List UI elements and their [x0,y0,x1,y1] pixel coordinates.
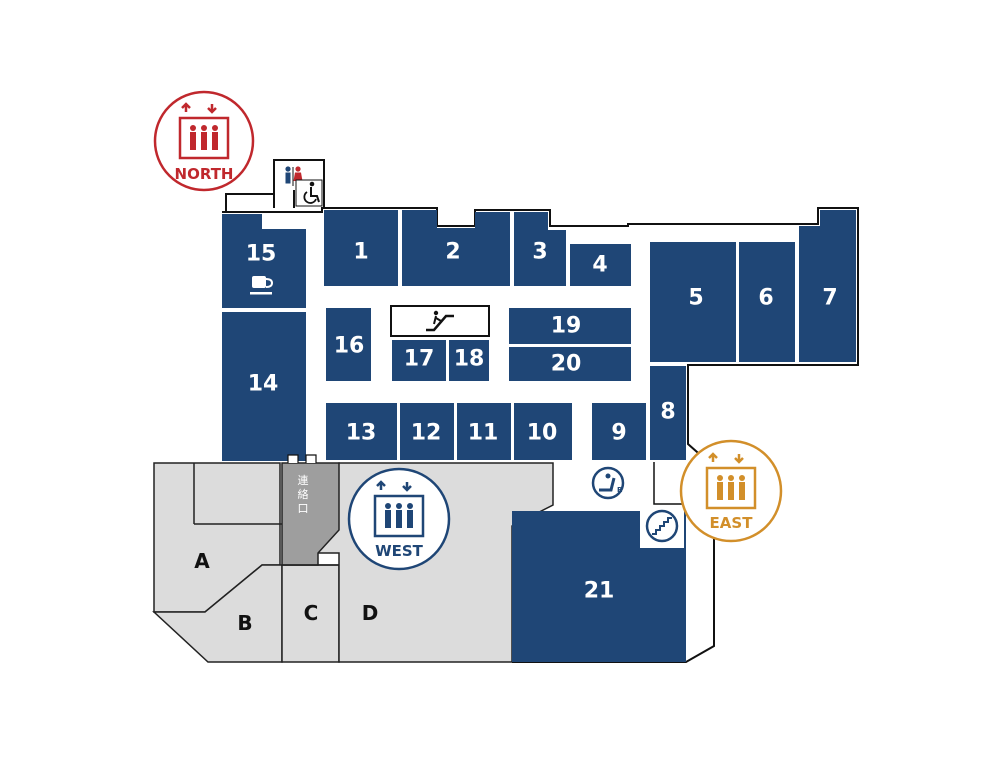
tenant-units [222,210,856,662]
unit-2-label: 2 [445,240,460,265]
unit-15-label: 15 [246,242,277,267]
unit-12[interactable] [400,403,454,460]
unit-9-label: 9 [611,421,626,446]
unit-4[interactable] [570,244,631,286]
connector-entrance [287,454,317,463]
unit-13-label: 13 [346,421,377,446]
zone-d-label: D [362,601,379,625]
unit-14[interactable] [222,312,306,461]
unit-8-label: 8 [660,400,675,425]
zone-c-label: C [304,601,319,625]
escalator-icon [390,305,490,337]
connector-char-2: 絡 [298,487,309,501]
unit-19-label: 19 [551,314,582,339]
east-elevator-label: EAST [710,514,754,532]
stairs-icon [640,506,684,548]
connector-char-3: 口 [298,502,309,515]
zone-a-label: A [194,549,210,573]
unit-13[interactable] [326,403,397,460]
connector-char-1: 連 [298,473,309,487]
accessible-toilet-icon [295,179,323,207]
unit-18[interactable] [449,340,489,381]
unit-10-label: 10 [527,421,558,446]
unit-2[interactable] [402,210,510,286]
unit-7[interactable] [799,210,856,362]
unit-1-label: 1 [353,240,368,265]
unit-21-label: 21 [584,579,615,604]
zone-b-label: B [237,611,252,635]
west-elevator-label: WEST [375,542,424,560]
cafe-icon [250,276,274,295]
unit-14-label: 14 [248,372,279,397]
north-annex-outline [225,159,325,212]
elevator-icon [373,480,425,538]
unit-16[interactable] [326,308,371,381]
elevator-icon [705,452,757,510]
north-elevator[interactable]: NORTH [153,90,255,192]
lower-zones [152,462,554,663]
zone-c-area[interactable] [281,564,340,663]
unit-10[interactable] [514,403,572,460]
unit-3-label: 3 [532,240,547,265]
unit-19[interactable] [509,308,631,344]
unit-20[interactable] [509,347,631,381]
unit-17[interactable] [392,340,446,381]
unit-11-label: 11 [468,421,499,446]
unit-18-label: 18 [454,347,485,372]
unit-16-label: 16 [334,334,365,359]
unit-1[interactable] [324,210,398,286]
west-elevator[interactable]: WEST [347,467,451,571]
unit-20-label: 20 [551,352,582,377]
unit-5-label: 5 [688,286,703,311]
unit-17-label: 17 [404,347,435,372]
svg-text:R: R [617,486,623,494]
east-elevator[interactable]: EAST [679,439,783,543]
unit-15[interactable] [222,214,306,308]
unit-6-label: 6 [758,286,773,311]
restroom-icon [285,166,303,186]
unit-12-label: 12 [411,421,442,446]
zone-labels: A B C D [194,549,378,635]
connector-label: 連 絡 口 [298,473,309,515]
unit-5[interactable] [650,242,736,362]
unit-8[interactable] [650,366,686,460]
unit-4-label: 4 [592,253,607,278]
unit-7-label: 7 [822,286,837,311]
unit-6[interactable] [739,242,795,362]
unit-labels: 1 2 3 4 5 6 7 8 9 10 11 12 13 14 15 16 1… [246,240,838,604]
unit-11[interactable] [457,403,511,460]
rest-area-icon: R [591,466,625,500]
elevator-icon [178,102,230,160]
north-elevator-label: NORTH [175,165,234,183]
unit-9[interactable] [592,403,646,460]
unit-3[interactable] [514,212,566,286]
east-lobby-outline [653,462,686,505]
